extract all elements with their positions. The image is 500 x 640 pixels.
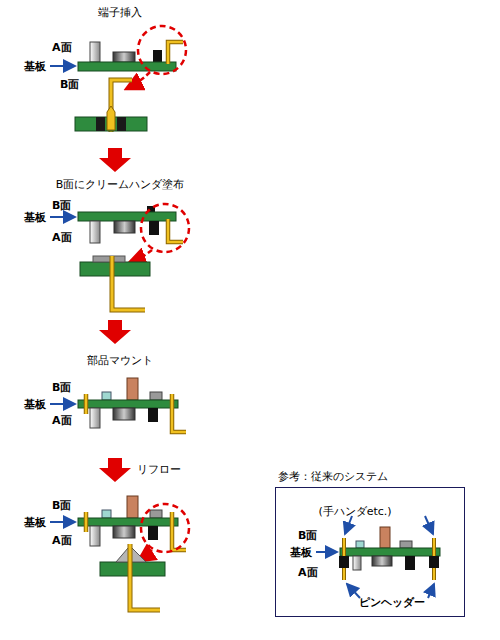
board-label: 基板 (290, 546, 312, 559)
step-title: リフロー (137, 463, 181, 476)
step-title: 部品マウント (87, 354, 153, 367)
board-label: 基板 (24, 516, 46, 529)
step1-figure (50, 26, 186, 132)
part-label: (手ハンダetc.) (318, 505, 391, 518)
side-label: B面 (52, 199, 71, 212)
reference-box: 参考：従来のシステム (手ハンダetc.)B面基板 A面ピンヘッダー (270, 468, 470, 620)
step3-figure (50, 378, 186, 432)
step2-figure (50, 204, 189, 310)
board-label: 基板 (24, 211, 46, 224)
side-label: A面 (52, 231, 72, 244)
board-label: 基板 (24, 60, 46, 73)
step-title: B面にクリームハンダ塗布 (56, 178, 185, 191)
side-label: B面 (52, 381, 71, 394)
side-label: A面 (52, 41, 72, 54)
side-label: A面 (298, 566, 318, 579)
side-label: A面 (52, 534, 72, 547)
reference-heading: 参考：従来のシステム (278, 470, 388, 483)
step-title: 端子挿入 (98, 6, 142, 19)
side-label: B面 (52, 499, 71, 512)
step4-figure (50, 496, 189, 610)
reference-figure (316, 516, 440, 598)
side-label: B面 (298, 529, 317, 542)
board-label: 基板 (24, 398, 46, 411)
side-label: B面 (60, 78, 79, 91)
step-arrows (99, 148, 131, 482)
part-label: ピンヘッダー (359, 596, 425, 609)
side-label: A面 (52, 414, 72, 427)
